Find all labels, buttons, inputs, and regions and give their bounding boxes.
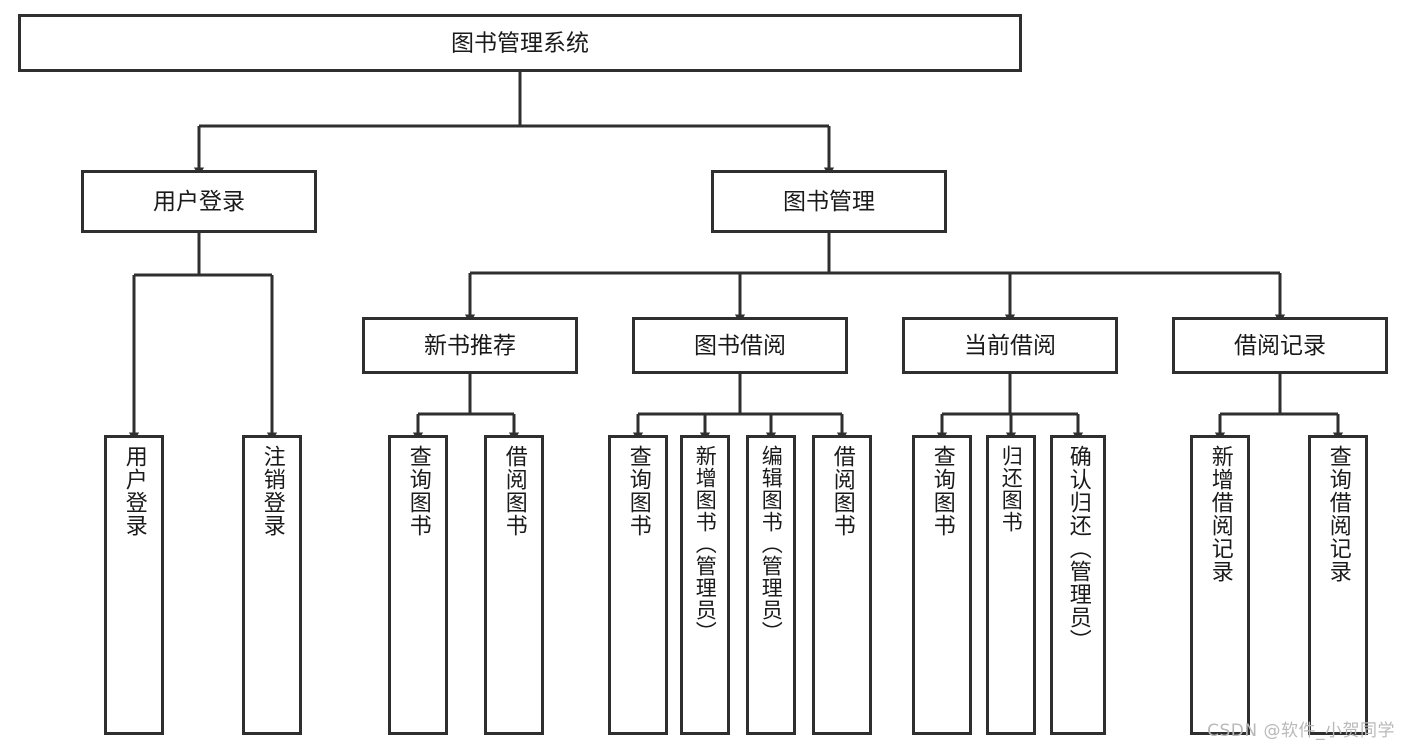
node-label-book-manage: 图书管理 [783, 189, 875, 215]
node-box-leaf-confirm-return[interactable] [1050, 435, 1106, 735]
node-box-leaf-query-book-1[interactable] [388, 435, 448, 735]
node-label-current-borrow: 当前借阅 [964, 333, 1056, 359]
node-box-leaf-user-logout[interactable] [242, 435, 302, 735]
node-box-leaf-add-book[interactable] [680, 435, 730, 735]
node-box-leaf-borrow-book-2[interactable] [812, 435, 872, 735]
node-label-book-borrow: 图书借阅 [694, 333, 786, 359]
node-box-leaf-add-borrow-record[interactable] [1190, 435, 1250, 735]
node-box-leaf-user-login[interactable] [104, 435, 164, 735]
node-label-new-book-rec: 新书推荐 [424, 333, 516, 359]
node-box-leaf-query-book-2[interactable] [608, 435, 668, 735]
node-box-user-login[interactable] [81, 170, 317, 233]
node-box-new-book-rec[interactable] [362, 317, 578, 374]
node-label-root: 图书管理系统 [451, 31, 589, 57]
node-box-leaf-query-book-3[interactable] [912, 435, 972, 735]
node-box-current-borrow[interactable] [902, 317, 1118, 374]
nodes-layer [18, 14, 1388, 735]
node-box-leaf-edit-book[interactable] [746, 435, 796, 735]
node-box-root[interactable] [18, 14, 1022, 72]
csdn-watermark: CSDN @软件_小贺同学 [1207, 721, 1395, 741]
node-label-borrow-record: 借阅记录 [1234, 333, 1326, 359]
node-box-leaf-return-book[interactable] [986, 435, 1036, 735]
node-box-leaf-borrow-book-1[interactable] [484, 435, 544, 735]
connectors-layer [128, 72, 1344, 442]
node-label-user-login: 用户登录 [153, 189, 245, 215]
node-box-leaf-query-borrow-record[interactable] [1308, 435, 1368, 735]
node-box-book-manage[interactable] [711, 170, 947, 233]
node-box-book-borrow[interactable] [632, 317, 848, 374]
node-box-borrow-record[interactable] [1172, 317, 1388, 374]
